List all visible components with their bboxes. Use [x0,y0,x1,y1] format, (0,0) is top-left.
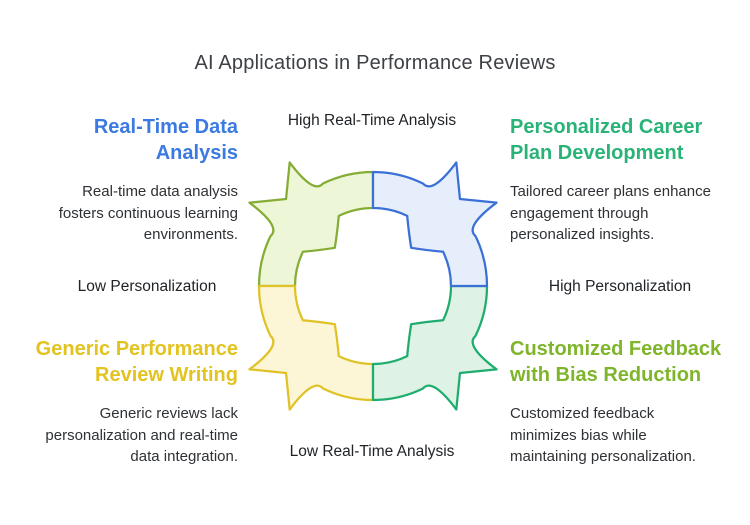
quadrant-heading-top-right: Personalized Career Plan Development [510,114,735,166]
cycle-segment-top-right [371,161,498,288]
quadrant-text-bottom-left: Generic Performance Review Writing Gener… [10,336,238,468]
heading-line: Customized Feedback [510,338,722,360]
cycle-diagram [248,161,498,411]
body-line: personalization and real-time [45,426,238,444]
cycle-segment-bottom-left [248,284,375,411]
axis-label-right: High Personalization [548,278,692,295]
body-line: Real-time data analysis [82,183,238,200]
heading-line: Personalized Career [510,116,703,138]
quadrant-body-top-right: Tailored career plans enhance engagement… [510,181,735,246]
body-line: environments. [143,226,238,243]
page-title: AI Applications in Performance Reviews [194,52,556,74]
body-line: Customized feedback [510,405,655,422]
axis-label-left: Low Personalization [77,278,217,295]
quadrant-text-top-right: Personalized Career Plan Development Tai… [510,114,735,246]
heading-line: Analysis [155,142,238,164]
heading-line: Real-Time Data [93,116,238,138]
quadrant-body-top-left: Real-time data analysis fosters continuo… [10,181,238,246]
body-line: personalized insights. [510,226,655,243]
body-line: maintaining personalization. [510,448,696,465]
quadrant-body-bottom-left: Generic reviews lack personalization and… [10,403,238,468]
body-line: data integration. [130,448,238,465]
quadrant-heading-top-left: Real-Time Data Analysis [10,114,238,166]
heading-line: with Bias Reduction [510,364,702,386]
quadrant-text-top-left: Real-Time Data Analysis Real-time data a… [10,114,238,246]
body-line: Generic reviews lack [99,405,238,422]
body-line: Tailored career plans enhance [510,183,711,200]
heading-line: Review Writing [95,364,238,386]
cycle-segment-bottom-right [371,284,498,411]
body-line: minimizes bias while [510,426,647,444]
axis-label-top: High Real-Time Analysis [287,112,457,129]
quadrant-text-bottom-right: Customized Feedback with Bias Reduction … [510,336,735,468]
cycle-segment-top-left [248,161,375,288]
quadrant-body-bottom-right: Customized feedback minimizes bias while… [510,403,735,468]
heading-line: Generic Performance [35,338,238,360]
body-line: engagement through [510,204,649,222]
quadrant-heading-bottom-left: Generic Performance Review Writing [10,336,238,388]
heading-line: Plan Development [510,142,684,164]
body-line: fosters continuous learning [58,204,238,222]
axis-label-bottom: Low Real-Time Analysis [289,443,455,460]
quadrant-heading-bottom-right: Customized Feedback with Bias Reduction [510,336,735,388]
